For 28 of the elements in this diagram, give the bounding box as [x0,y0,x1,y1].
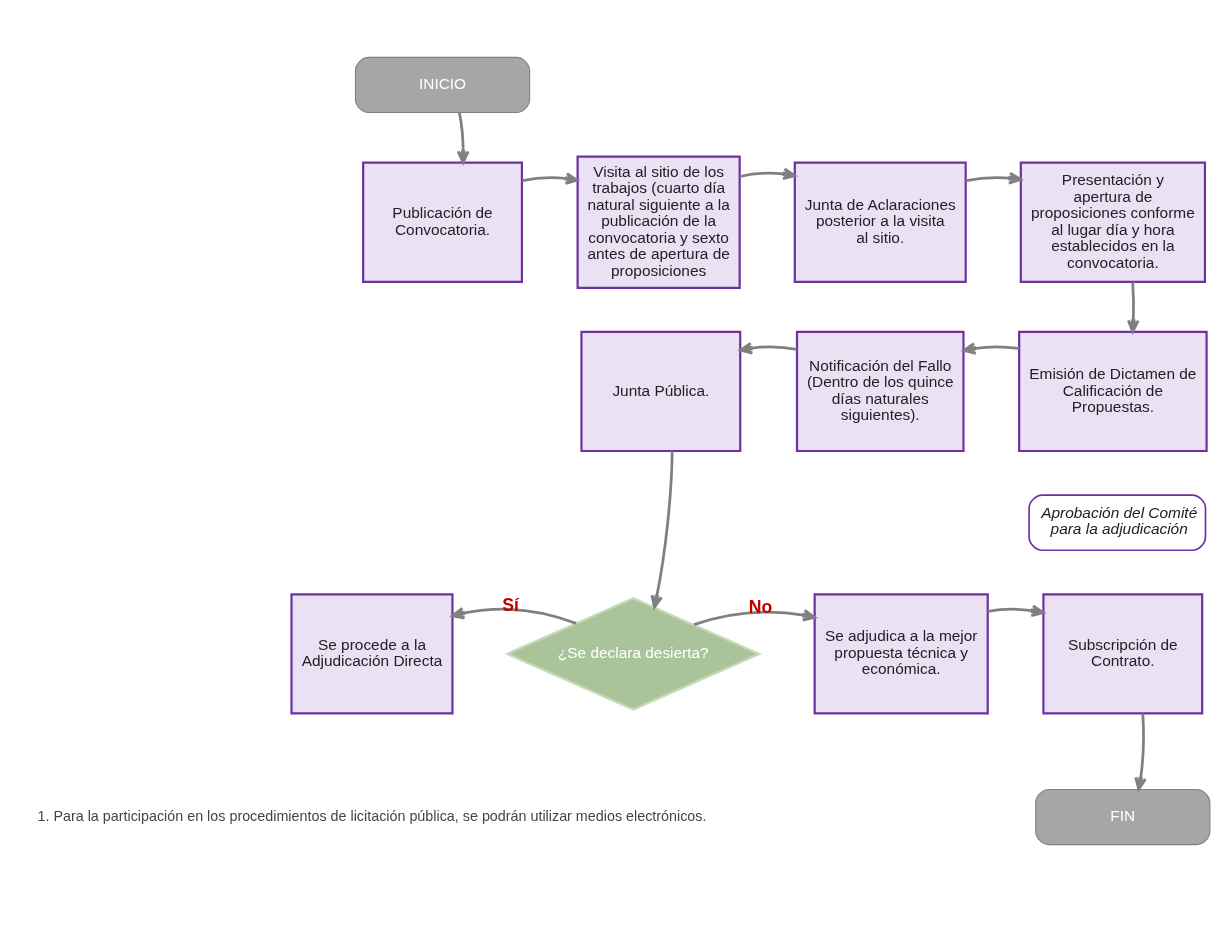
edge-label: Sí [502,595,519,616]
arrow [739,341,797,355]
node-box: Visita al sitio de los trabajos (cuarto día natural siguiente a la publicación de la convocatoria y sexto antes de apertura de proposiciones [576,155,741,289]
arrow [456,112,470,165]
node-box: Junta de Aclaraciones posterior a la visita al sitio. [793,161,967,283]
label: 1. Para la participación en los procedimientos de licitación pública, se podrán utilizar medios electrónicos. [37,807,707,824]
arrow [451,607,577,625]
arrow [1126,282,1140,334]
arrow [693,608,816,626]
arrow [650,451,674,609]
node-box: Aprobación del Comité para la adjudicación [1028,494,1207,552]
node-box: Emisión de Dictamen de Calificación de Propuestas. [1018,330,1208,453]
arrow [739,167,797,181]
arrow [1134,713,1147,791]
node-box: Notificación del Fallo (Dentro de los quince días naturales siguientes). [795,330,965,453]
arrow [965,171,1022,185]
arrow [962,342,1020,355]
node-box: INICIO [354,56,531,114]
node-box: Subscripción de Contrato. [1042,593,1204,715]
node-box: Junta Pública. [580,330,742,453]
arrow [987,604,1045,617]
node-box: Se adjudica a la mejor propuesta técnica y económica. [813,593,989,715]
node-box: Se procede a la Adjudicación Directa [290,593,454,715]
node-box: Presentación y apertura de proposiciones conforme al lugar día y hora establecidos en la convocatoria. [1019,161,1207,283]
node-box: FIN [1035,788,1211,846]
node-box: Publicación de Convocatoria. [362,161,524,283]
arrow [522,172,579,185]
edge-label: No [748,597,773,618]
